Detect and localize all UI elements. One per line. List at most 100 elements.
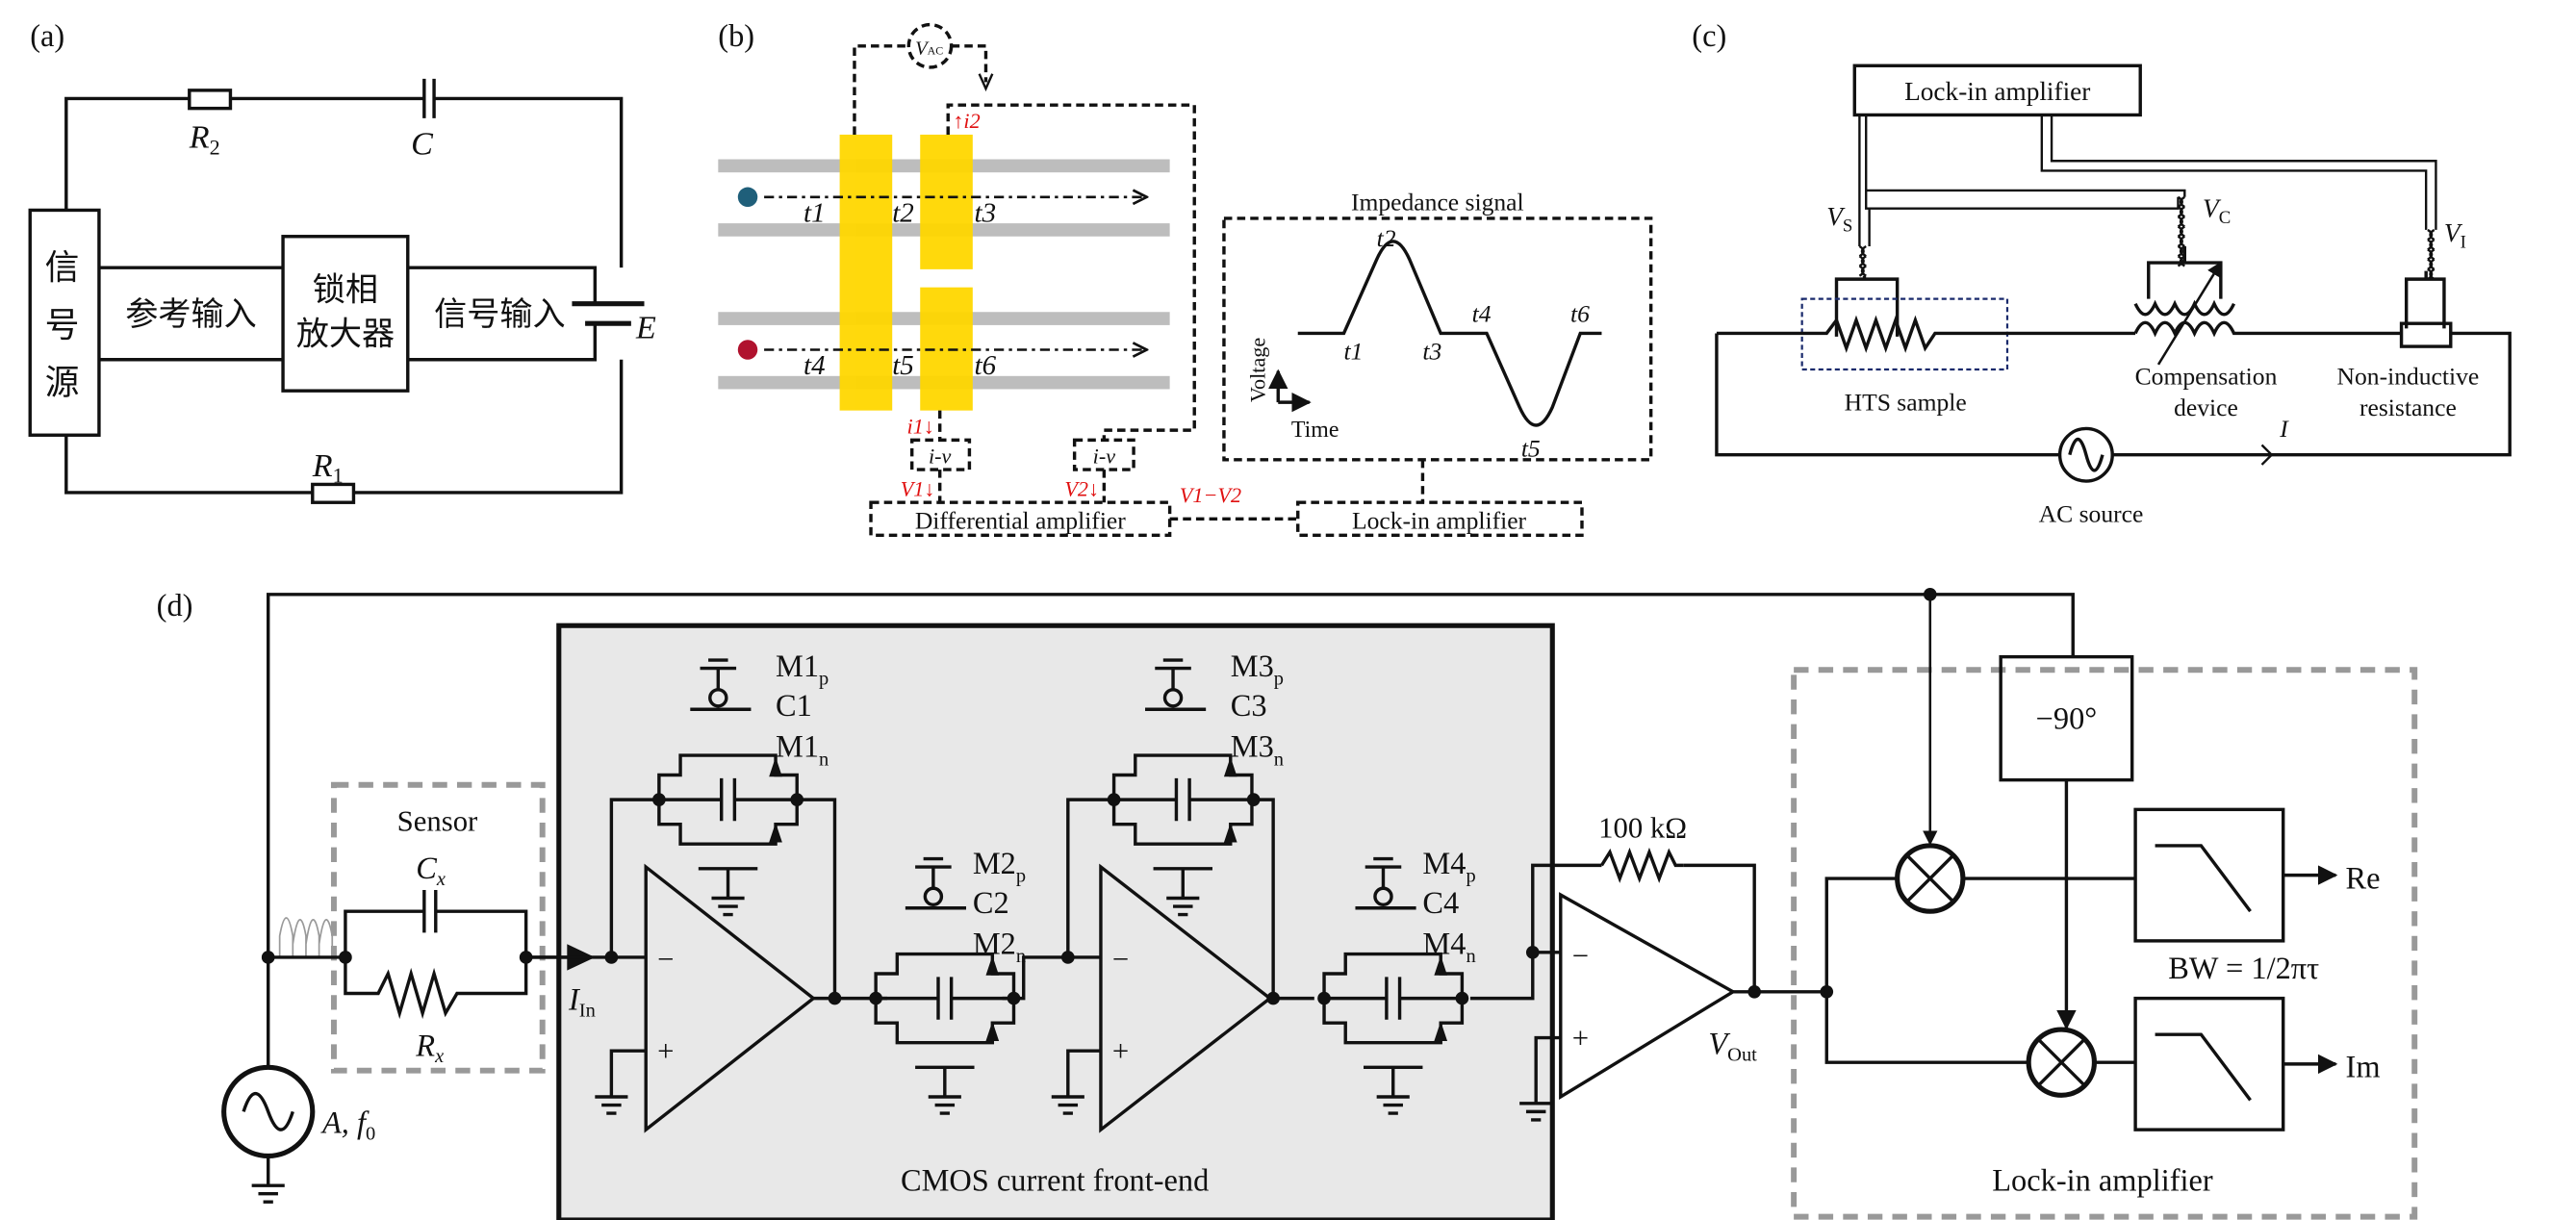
nodes	[261, 793, 1834, 1005]
ground-icon	[595, 1095, 628, 1115]
junction-node	[652, 793, 666, 806]
non-inductive-label-2: resistance	[2359, 394, 2457, 421]
differential-amplifier-box	[869, 500, 1172, 538]
lockin-box	[281, 235, 410, 393]
e-label: E	[635, 311, 656, 346]
i1-label: i1↓	[907, 415, 934, 439]
t5-label: t5	[892, 350, 914, 381]
vc-label: VC	[2203, 193, 2231, 228]
excitation-arrow	[978, 73, 994, 92]
r1-label: R1	[312, 448, 344, 488]
compensation-label-2: device	[2174, 394, 2238, 421]
capacitor-label: C1	[776, 689, 812, 724]
signal-input-label: 信号输入	[434, 296, 566, 333]
junction-node	[1266, 991, 1280, 1005]
lockin-label-b: Lock-in amplifier	[1352, 507, 1527, 535]
node	[1923, 587, 1937, 601]
panel-a-label: (a)	[30, 19, 64, 54]
lockin-box-b	[1296, 500, 1584, 538]
opamp-1	[644, 863, 817, 1133]
wave-t2: t2	[1377, 224, 1396, 252]
lowpass-filter-2	[2133, 996, 2285, 1131]
feedback-resistor-label: 100 kΩ	[1598, 811, 1687, 844]
transistor-wires	[657, 753, 799, 846]
excitation-wires	[853, 44, 988, 135]
mixer-1	[1895, 843, 1966, 914]
t1-label: t1	[803, 197, 826, 228]
pmos-gate-symbol	[690, 658, 752, 711]
cx-label: Cx	[416, 851, 446, 890]
voltage-axis-label: Voltage	[1246, 338, 1270, 402]
vout-label: VOut	[1708, 1028, 1757, 1066]
sensor-dashed-box	[330, 781, 546, 1074]
current-label: I	[2279, 415, 2289, 443]
panel-b-label: (b)	[718, 19, 754, 54]
opamp-2	[1099, 863, 1273, 1133]
compensation-label-1: Compensation	[2135, 362, 2278, 390]
iv-converter-1	[909, 438, 972, 471]
source-label: A, f0	[320, 1106, 375, 1145]
ground-icon	[1051, 1095, 1084, 1115]
differential-amplifier-label: Differential amplifier	[915, 507, 1126, 535]
ground-icon	[251, 1183, 285, 1204]
pmos-gate-symbol	[905, 856, 967, 910]
ac-source-label: AC source	[2039, 500, 2144, 528]
junction-node	[1007, 991, 1021, 1005]
ac-source	[2057, 426, 2114, 483]
panel-c: (c) Lock-in amplifier VS VC VI HTS sampl…	[1692, 19, 2512, 528]
impedance-signal-box	[1222, 216, 1653, 462]
twisted-pair	[2427, 228, 2436, 281]
transistor-wires	[874, 952, 1016, 1045]
current-arrow	[2260, 444, 2274, 466]
frontend-wires	[525, 798, 1827, 1104]
bulk-connection	[915, 1065, 975, 1098]
panel-c-label: (c)	[1692, 19, 1726, 54]
feedback-resistor	[1600, 847, 1684, 883]
compensation-coils	[2133, 299, 2402, 338]
vi-label: VI	[2444, 218, 2466, 253]
junction-node	[790, 793, 804, 806]
lockin-label-1: 锁相	[313, 271, 378, 308]
wave-t3: t3	[1422, 338, 1441, 366]
t2-label: t2	[892, 197, 914, 228]
iv-label-1: i-v	[929, 444, 952, 468]
opamp-out-plus: +	[1572, 1022, 1589, 1055]
lead-wires	[1858, 114, 2437, 246]
main-loop	[1715, 331, 2512, 457]
capacitor-label: C3	[1231, 689, 1267, 724]
junction-node	[261, 951, 275, 964]
panel-a: (a) R2 C R1 信 号 源 锁相 放大器 E 参考输入 信号输入	[28, 19, 656, 504]
t6-label: t6	[975, 350, 997, 381]
junction-node	[1747, 984, 1761, 999]
lockin-dashed-box	[1791, 667, 2418, 1220]
wave-t1: t1	[1344, 338, 1364, 366]
v2-label: V2↓	[1064, 476, 1099, 500]
impedance-signal-title: Impedance signal	[1351, 188, 1524, 216]
wave-t6: t6	[1570, 299, 1590, 327]
ground-icon	[711, 896, 745, 917]
cmos-front-end-box	[556, 623, 1555, 1220]
opamp-out-minus: −	[1572, 939, 1589, 972]
vs-label: VS	[1826, 202, 1852, 237]
lockin-label-c: Lock-in amplifier	[1904, 77, 2090, 106]
resistor-r2	[188, 89, 233, 111]
lowpass-filter-1	[2133, 807, 2285, 943]
wave-t5: t5	[1521, 434, 1541, 462]
capacitor-label: C4	[1422, 886, 1459, 921]
circuit-wires	[64, 96, 624, 495]
battery-e	[572, 301, 645, 326]
ground-icon	[1166, 896, 1200, 917]
t3-label: t3	[975, 197, 997, 228]
mixer-2	[2026, 1027, 2097, 1098]
v-wires	[937, 459, 1425, 521]
junction-node	[1525, 945, 1540, 959]
vi-leads	[2404, 270, 2446, 329]
junction-node	[1060, 951, 1075, 964]
pmos-gate-symbol	[1355, 856, 1416, 910]
opamp-1-plus: +	[657, 1034, 674, 1067]
capacitor-label: C2	[973, 886, 1009, 921]
transistor-arrow	[769, 823, 782, 843]
twisted-pair	[2177, 195, 2185, 267]
re-label: Re	[2346, 861, 2381, 896]
grounds	[251, 896, 1553, 1204]
